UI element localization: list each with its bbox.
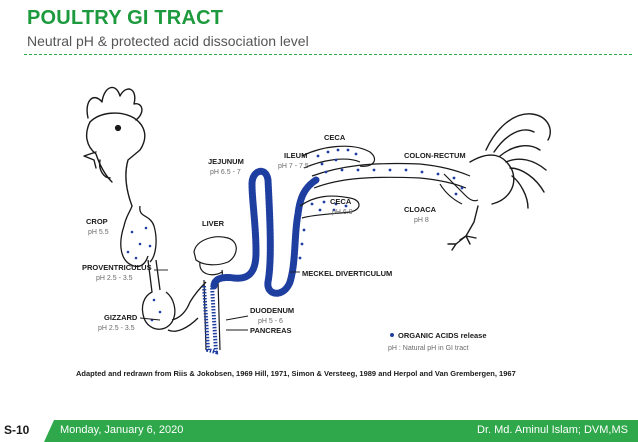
label-meckel: MECKEL DIVERTICULUM	[302, 269, 392, 278]
label-crop: CROP	[86, 217, 108, 226]
figure-caption: Adapted and redrawn from Riis & Jokobsen…	[76, 369, 516, 378]
leader-lines	[139, 269, 300, 331]
label-crop-ph: pH 5.5	[88, 229, 109, 236]
ceca-dots	[298, 148, 464, 260]
label-gizzard-ph: pH 2.5 - 3.5	[98, 325, 135, 332]
ileum-ceca-colon	[299, 145, 479, 219]
label-colon-rectum: COLON-RECTUM	[404, 151, 466, 160]
header-divider	[24, 54, 632, 55]
legend-dot-icon	[390, 333, 394, 337]
label-jejunum: JEJUNUM	[208, 157, 244, 166]
label-pancreas: PANCREAS	[250, 326, 292, 335]
footer-bar	[44, 420, 638, 442]
label-ileum: ILEUM	[284, 151, 307, 160]
label-proventriculus: PROVENTRICULUS	[82, 263, 152, 272]
label-duodenum: DUODENUM	[250, 306, 294, 315]
slide-number: S-10	[4, 423, 30, 437]
label-ceca-mid: CECA	[330, 197, 352, 206]
small-intestine	[210, 167, 320, 297]
label-gizzard: GIZZARD	[104, 313, 138, 322]
footer: S-10 Monday, January 6, 2020 Dr. Md. Ami…	[0, 420, 638, 442]
footer-author: Dr. Md. Aminul Islam; DVM,MS	[477, 424, 628, 436]
diagram-labels: CROP pH 5.5 PROVENTRICULUS pH 2.5 - 3.5 …	[82, 133, 466, 335]
rooster-tail	[447, 113, 551, 251]
rooster-head	[83, 86, 146, 207]
label-jejunum-ph: pH 6.5 - 7	[210, 169, 241, 176]
label-ceca-top: CECA	[324, 133, 346, 142]
label-liver: LIVER	[202, 219, 225, 228]
label-ileum-ph: pH 7 - 7.5	[278, 163, 309, 170]
legend-ph-note: pH : Natural pH in GI tract	[388, 345, 469, 352]
page-subtitle: Neutral pH & protected acid dissociation…	[27, 33, 309, 49]
upper-gi-dots	[126, 226, 162, 322]
label-cloaca: CLOACA	[404, 205, 437, 214]
legend-organic-acids: ORGANIC ACIDS release	[398, 331, 487, 340]
page-title: POULTRY GI TRACT	[27, 7, 224, 29]
label-cloaca-ph: pH 8	[414, 217, 429, 224]
label-duodenum-ph: pH 5 - 6	[258, 318, 283, 325]
upper-gi-tract	[120, 205, 207, 332]
gi-tract-diagram: CROP pH 5.5 PROVENTRICULUS pH 2.5 - 3.5 …	[76, 86, 551, 378]
label-proventriculus-ph: pH 2.5 - 3.5	[96, 275, 133, 282]
duodenum-loop	[202, 279, 221, 355]
footer-date: Monday, January 6, 2020	[60, 424, 184, 436]
label-ceca-ph: pH 6.9	[332, 209, 353, 216]
legend: ORGANIC ACIDS release pH : Natural pH in…	[388, 331, 487, 352]
